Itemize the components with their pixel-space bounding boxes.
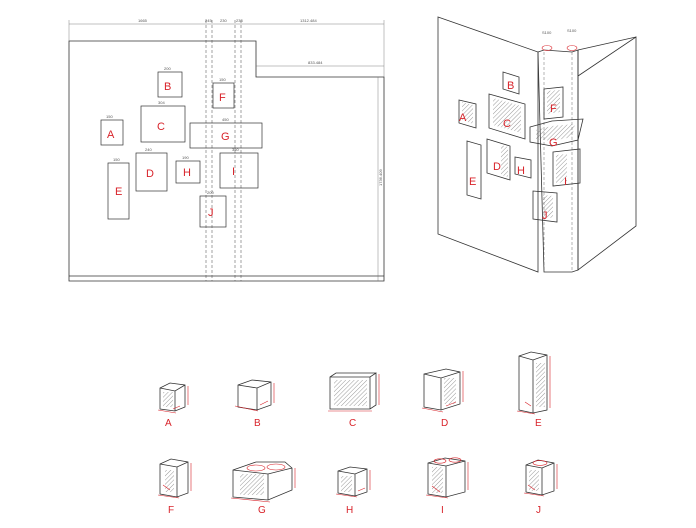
svg-text:150: 150 <box>106 114 113 119</box>
panel-label-J: J <box>208 207 214 219</box>
svg-text:D: D <box>493 161 501 173</box>
svg-text:H: H <box>346 505 353 516</box>
panel-A: A 150 <box>100 114 124 146</box>
svg-text:A: A <box>459 112 467 124</box>
box-A: A <box>157 382 189 429</box>
dim-text-2: 245 <box>205 18 212 23</box>
dim-text-5: 1312.484 <box>300 18 317 23</box>
svg-text:E: E <box>535 418 542 429</box>
svg-text:F: F <box>168 505 174 516</box>
svg-text:240: 240 <box>145 147 152 152</box>
svg-text:150: 150 <box>219 77 226 82</box>
svg-text:F: F <box>550 103 557 115</box>
svg-text:G: G <box>258 505 266 516</box>
p-window-E: E <box>466 140 482 200</box>
panel-label-F: F <box>219 92 226 104</box>
svg-text:B: B <box>254 418 261 429</box>
box-C: C <box>328 372 380 429</box>
svg-text:C: C <box>349 418 356 429</box>
box-F: F <box>157 458 192 516</box>
svg-text:E: E <box>469 176 476 188</box>
p-window-D: D <box>486 138 511 181</box>
box-J: J <box>523 459 558 516</box>
panel-label-I: I <box>232 166 235 178</box>
svg-text:350: 350 <box>232 147 239 152</box>
p-window-A: A <box>458 99 477 129</box>
panel-I: I 350 <box>219 147 259 189</box>
panel-B: B 200 <box>157 66 183 98</box>
dim-text-1: 1665 <box>138 18 148 23</box>
left-wall <box>437 16 539 273</box>
fold-lines <box>205 20 242 281</box>
panel-C: C 304 <box>140 100 186 143</box>
panel-J: J 200 <box>199 190 227 228</box>
dim-text-4: 233 <box>236 18 243 23</box>
p-window-H: H <box>514 156 532 179</box>
dim-text-right-top: 833.484 <box>308 60 323 65</box>
svg-text:J: J <box>536 505 541 516</box>
panel-label-G: G <box>221 131 230 143</box>
panel-E: E 150 <box>107 157 130 220</box>
dim-text-3: 230 <box>220 18 227 23</box>
svg-text:190: 190 <box>182 155 189 160</box>
p-window-G: G <box>529 118 584 149</box>
wall-elevation: 1665 245 230 233 1312.484 833.484 1736.4… <box>68 18 385 282</box>
panel-label-E: E <box>115 186 122 198</box>
svg-text:I: I <box>564 176 567 188</box>
panel-label-D: D <box>146 168 154 180</box>
svg-text:J: J <box>542 210 548 222</box>
panel-label-H: H <box>183 167 191 179</box>
p-window-B: B <box>502 71 520 95</box>
top-label-2: S100 <box>567 28 577 33</box>
svg-text:D: D <box>441 418 448 429</box>
box-E: E <box>516 351 551 429</box>
box-D: D <box>421 368 464 429</box>
panel-H: H 190 <box>175 155 201 184</box>
panel-label-B: B <box>164 81 171 93</box>
right-wall <box>577 36 637 271</box>
p-window-C: C <box>488 93 526 140</box>
panel-D: D 240 <box>135 147 168 192</box>
panel-G: G 450 <box>189 117 263 149</box>
box-B: B <box>234 379 275 429</box>
p-window-I: I <box>552 148 581 188</box>
svg-text:304: 304 <box>158 100 165 105</box>
top-dimension-chain: 1665 245 230 233 1312.484 833.484 1736.4… <box>68 18 385 281</box>
svg-text:I: I <box>441 505 444 516</box>
box-I: I <box>425 457 469 516</box>
box-details: A B C D E F <box>157 351 558 516</box>
box-G: G <box>230 461 296 516</box>
top-label-1: S100 <box>542 30 552 35</box>
svg-text:450: 450 <box>222 117 229 122</box>
dim-text-vertical: 1736.409 <box>378 169 383 186</box>
svg-text:200: 200 <box>207 190 214 195</box>
svg-text:C: C <box>503 118 511 130</box>
p-window-J: J <box>532 190 558 223</box>
panel-label-A: A <box>107 129 115 141</box>
svg-text:B: B <box>507 80 514 92</box>
svg-text:200: 200 <box>164 66 171 71</box>
svg-text:A: A <box>165 418 172 429</box>
wall-perspective: S100 S100 A B C D E <box>437 16 637 273</box>
box-H: H <box>335 466 371 516</box>
svg-text:H: H <box>517 165 525 177</box>
p-window-F: F <box>543 86 564 120</box>
panel-label-C: C <box>157 121 165 133</box>
svg-text:G: G <box>549 137 558 149</box>
svg-text:150: 150 <box>113 157 120 162</box>
panel-F: F 150 <box>212 77 235 109</box>
